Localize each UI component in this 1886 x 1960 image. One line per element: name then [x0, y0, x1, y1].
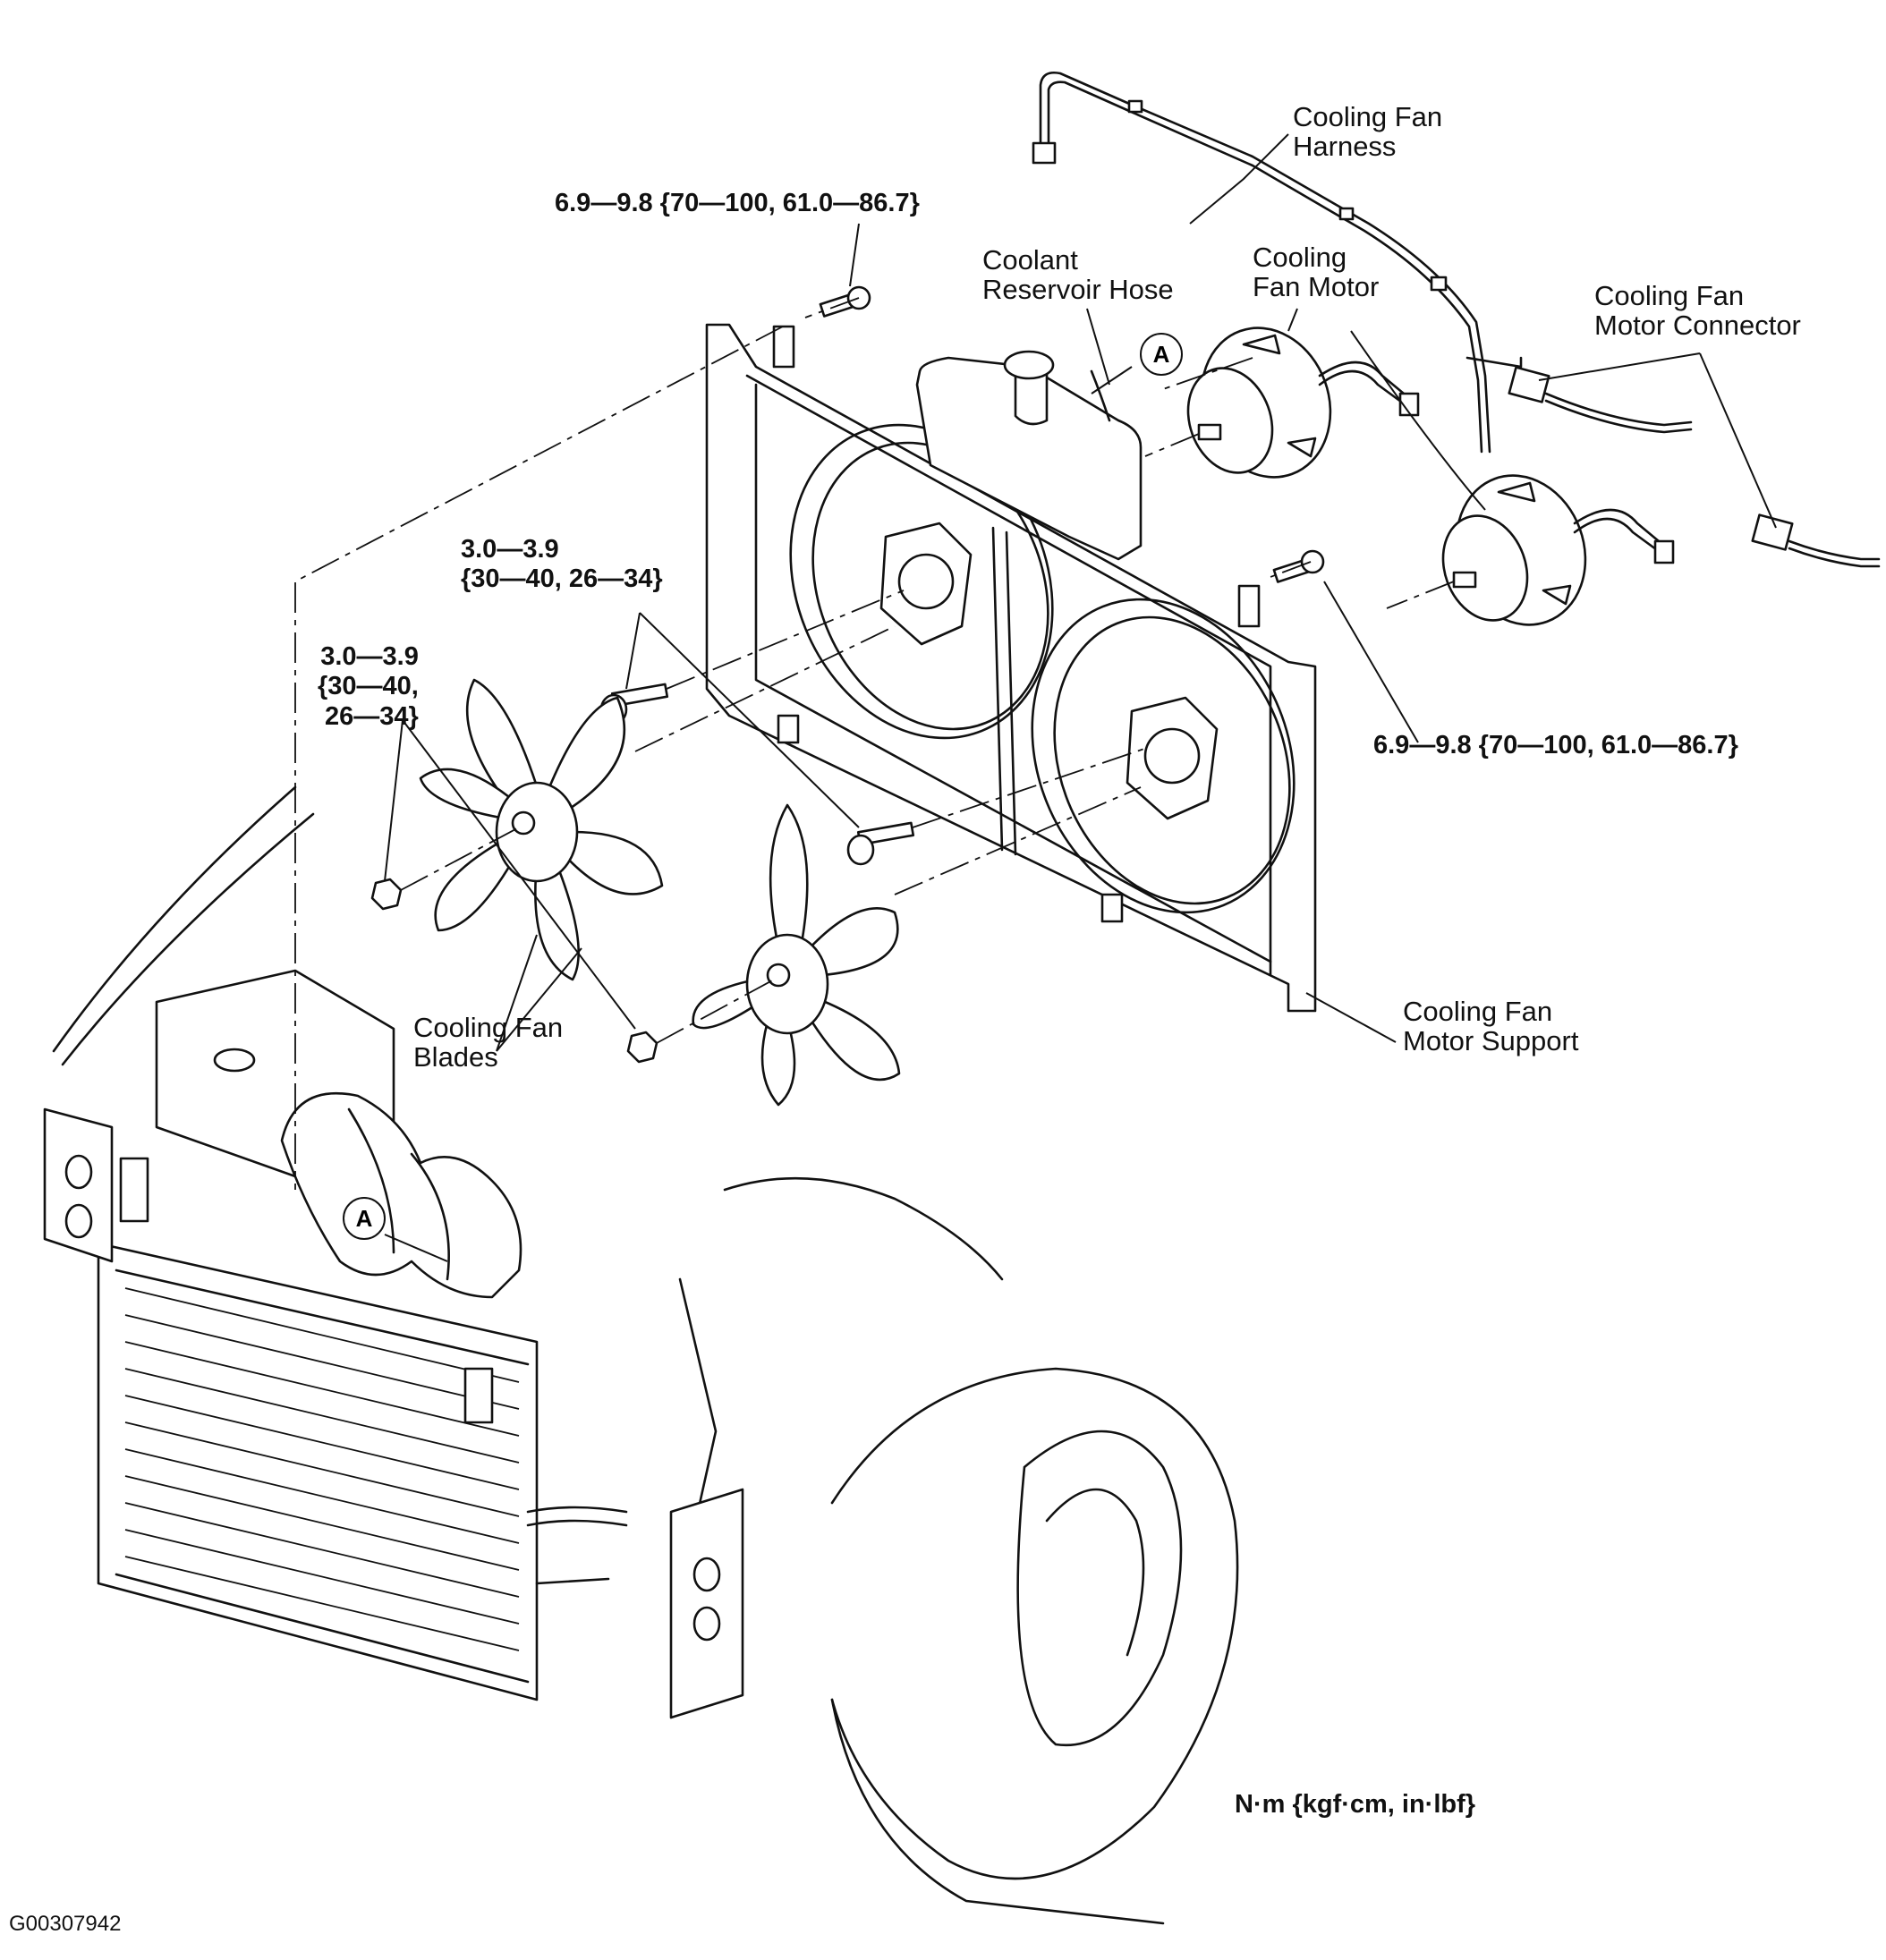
label-line: Reservoir Hose: [982, 273, 1174, 305]
cooling-fan-harness: [1032, 72, 1523, 454]
label-line: Motor Connector: [1594, 309, 1801, 341]
cooling-fan-motor-upper: [1186, 327, 1420, 479]
cooling-fan-blades-left: [419, 678, 664, 981]
label-cooling-fan-harness: Cooling Fan Harness: [1293, 101, 1443, 162]
cooling-fan-motor-connector-upper: [1508, 366, 1693, 434]
radiator: [43, 1107, 628, 1701]
label-line: Cooling Fan: [1594, 280, 1745, 311]
torque-spec-top-bolt: 6.9—9.8 {70—100, 61.0—86.7}: [555, 189, 920, 217]
label-line: Cooling: [1253, 242, 1347, 273]
torque-spec-right-bolt: 6.9—9.8 {70—100, 61.0—86.7}: [1373, 731, 1738, 759]
vehicle-body: [52, 785, 1239, 1925]
label-line: Fan Motor: [1253, 270, 1380, 302]
units-note: N·m {kgf·cm, in·lbf}: [1235, 1790, 1476, 1819]
label-coolant-reservoir-hose: Coolant Reservoir Hose: [982, 244, 1174, 305]
spec-line: {30—40, 26—34}: [461, 564, 663, 594]
bolt-right: [1272, 549, 1325, 583]
leader-lines: [384, 133, 1777, 1262]
label-line: Coolant: [982, 244, 1078, 276]
label-cooling-fan-blades: Cooling Fan Blades: [413, 1012, 564, 1073]
label-line: Cooling Fan: [413, 1012, 564, 1043]
label-line: Harness: [1293, 130, 1397, 162]
label-cooling-fan-motor-connector: Cooling Fan Motor Connector: [1594, 280, 1801, 341]
callout-a-upper: A: [1140, 333, 1183, 376]
figure-id: G00307942: [9, 1912, 122, 1936]
label-line: Blades: [413, 1040, 498, 1073]
assembly-lines: [294, 297, 1455, 1190]
bolt-top: [819, 285, 871, 318]
torque-spec-fan-nut: 3.0—3.9 {30—40, 26—34}: [318, 642, 419, 732]
label-cooling-fan-motor: Cooling Fan Motor: [1253, 242, 1380, 302]
spec-line: 3.0—3.9: [320, 642, 419, 671]
fan-nut-left: [370, 878, 403, 911]
spec-line: 26—34}: [325, 701, 419, 731]
label-line: Motor Support: [1403, 1024, 1579, 1056]
torque-spec-shaft-bolt: 3.0—3.9 {30—40, 26—34}: [461, 535, 663, 595]
label-line: Cooling Fan: [1403, 996, 1553, 1027]
cooling-fan-motor-lower: [1441, 474, 1675, 626]
cooling-fan-blades-right: [692, 803, 901, 1107]
shaft-bolt-lower: [846, 821, 915, 866]
coolant-reservoir: [915, 350, 1143, 561]
label-line: Cooling Fan: [1293, 101, 1443, 132]
spec-line: {30—40,: [318, 672, 419, 701]
spec-line: 3.0—3.9: [461, 535, 559, 564]
label-cooling-fan-motor-support: Cooling Fan Motor Support: [1403, 997, 1578, 1056]
fan-nut-right: [626, 1031, 658, 1064]
callout-a-lower: A: [343, 1197, 386, 1240]
cooling-fan-motor-support: [705, 323, 1317, 1013]
cooling-fan-motor-connector-lower: [1751, 513, 1881, 568]
